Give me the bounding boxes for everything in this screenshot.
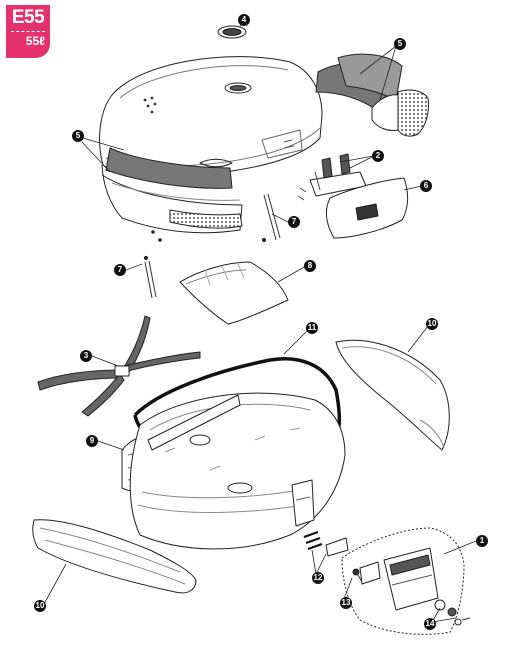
callout-5-top: 5 <box>394 38 406 50</box>
callout-7-right: 7 <box>288 216 300 228</box>
inner-panel-part <box>179 261 289 325</box>
callout-4: 4 <box>238 14 250 26</box>
callout-14: 14 <box>424 618 436 630</box>
callout-11: 11 <box>306 322 318 334</box>
callout-9: 9 <box>86 435 98 447</box>
callout-8: 8 <box>304 260 316 272</box>
reflector-panel-part <box>315 53 429 137</box>
base-shell-part <box>129 392 346 550</box>
logo-badge-part <box>217 25 247 39</box>
callout-13: 13 <box>340 597 352 609</box>
hinge-clips-part <box>297 153 367 201</box>
callout-2: 2 <box>372 150 384 162</box>
model-badge: E55 55ℓ <box>6 5 50 58</box>
strap-part <box>37 315 201 417</box>
side-cover-part-right <box>335 339 450 451</box>
lock-assembly-part <box>341 527 465 635</box>
screw-part <box>352 568 363 583</box>
lid-lower-shell <box>101 147 243 234</box>
badge-divider <box>11 31 45 32</box>
pins-part <box>303 530 349 557</box>
callout-5-left: 5 <box>72 130 84 142</box>
callout-3: 3 <box>80 350 92 362</box>
leader-lines <box>43 19 477 623</box>
callout-12: 12 <box>312 572 324 584</box>
capacity-label: 55ℓ <box>25 34 45 48</box>
callout-6: 6 <box>420 180 432 192</box>
key-cylinder-part <box>454 617 471 626</box>
callout-10-right: 10 <box>426 318 438 330</box>
model-name: E55 <box>11 7 45 28</box>
callout-7-left: 7 <box>114 264 126 276</box>
callout-1: 1 <box>476 535 488 547</box>
callout-10-left: 10 <box>34 600 46 612</box>
support-arm-part <box>143 193 281 299</box>
side-cover-part-left <box>32 519 197 594</box>
rear-trim-part <box>326 177 409 239</box>
